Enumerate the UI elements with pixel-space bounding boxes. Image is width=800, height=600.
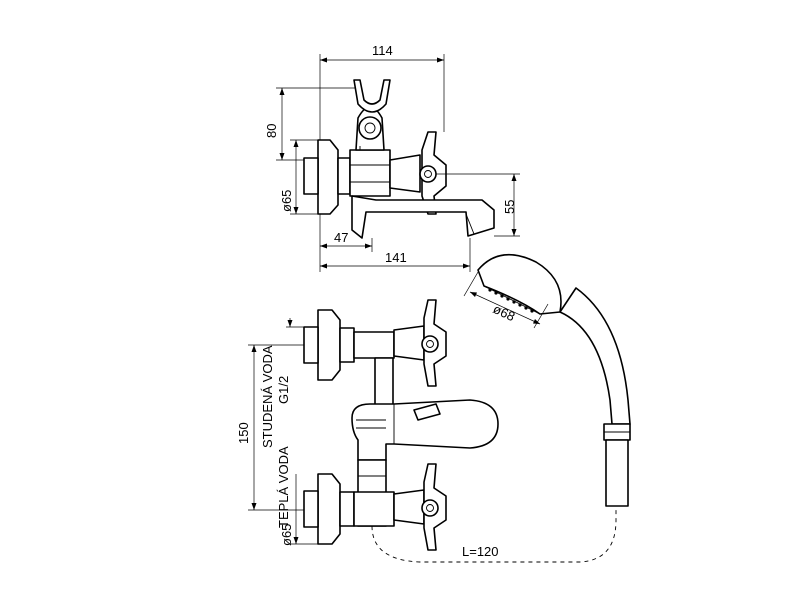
front-view [303,299,499,551]
side-spout [351,195,495,239]
side-view [303,79,495,239]
side-valve-neck [389,154,421,193]
front-cold-valve-neck [393,325,425,361]
front-upper-arm [353,331,395,359]
dim-shower-68: ø68 [491,301,518,324]
side-handle-cap [419,165,437,183]
front-view-dimensions: 150 STUDENÁ VODA G1/2 TEPLÁ VODA ø65 L=1… [236,318,499,559]
front-hot-flange [317,473,341,545]
thread-label: G1/2 [276,376,291,404]
side-wall-nut [303,157,319,195]
shower-hose-end [605,439,629,507]
dim-150: 150 [236,422,251,444]
dim-47: 47 [334,230,348,245]
side-holder-knob [358,116,382,140]
dim-80: 80 [264,124,279,138]
cold-water-label: STUDENÁ VODA [260,345,275,448]
side-body [349,149,391,197]
front-diverter-knob [413,403,441,421]
front-riser-pipe [374,357,394,409]
side-shower-hook [353,79,391,113]
hose-length-label: L=120 [462,544,499,559]
front-cold-flange [317,309,341,381]
dim-bottom-dia-65: ø65 [279,524,294,546]
shower-nozzles [488,288,534,313]
front-hot-valve-neck [393,489,425,525]
shower-head [477,253,562,315]
side-wall-flange [317,139,339,215]
shower-handle [559,287,631,425]
dim-141: 141 [385,250,407,265]
hose-path [371,508,617,563]
front-spout-body [351,399,499,461]
dim-top-dia-65: ø65 [279,190,294,212]
hand-shower [477,253,631,507]
dim-55: 55 [502,200,517,214]
dim-114: 114 [372,43,393,58]
hot-water-label: TEPLÁ VODA [276,446,291,528]
side-view-dimensions: 114 80 ø65 55 47 141 [264,43,520,272]
side-eccentric [337,157,351,195]
